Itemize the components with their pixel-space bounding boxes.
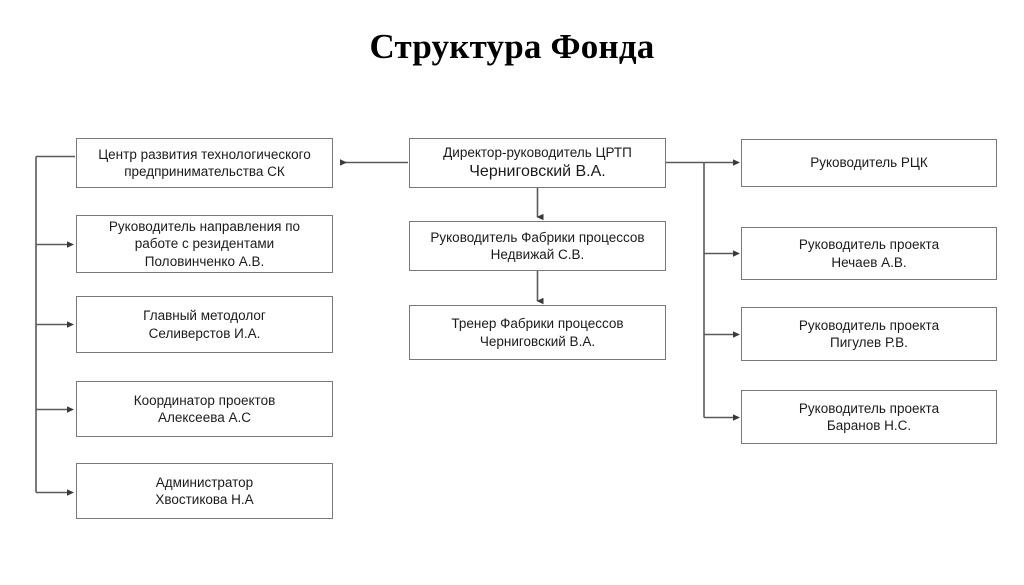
node-project-manager-nechaev-line-2: Нечаев А.В. [831,254,907,270]
node-administrator-line-1: Администратор [155,474,254,490]
node-resident-relations-head[interactable]: Руководитель направления по работе с рез… [76,215,333,273]
node-director-line-1: Директор-руководитель ЦРТП [443,145,632,161]
node-resident-relations-line-1: Руководитель направления по [108,218,301,234]
node-center-tech-line-1: Центр развития технологического [98,146,311,162]
node-factory-head-line-2: Недвижай С.В. [490,247,585,262]
node-factory-trainer-line-1: Тренер Фабрики процессов [451,316,624,331]
node-administrator-line-2: Хвостикова Н.А [155,492,254,507]
node-center-tech-entrepreneurship[interactable]: Центр развития технологического предприн… [76,138,333,188]
node-project-manager-pigulev-line-1: Руководитель проекта [798,317,940,333]
node-director-line-2: Черниговский В.А. [469,162,606,180]
node-project-manager-baranov-line-1: Руководитель проекта [798,400,940,416]
node-factory-trainer[interactable]: Тренер Фабрики процессов Черниговский В.… [409,305,666,360]
page-title: Структура Фонда [369,27,655,66]
node-chief-methodologist[interactable]: Главный методолог Селиверстов И.А. [76,296,333,353]
node-resident-relations-line-3: Половинченко А.В. [144,253,265,269]
node-project-manager-baranov[interactable]: Руководитель проекта Баранов Н.С. [741,390,997,444]
node-factory-head-line-1: Руководитель Фабрики процессов [430,229,645,245]
node-project-manager-nechaev-line-1: Руководитель проекта [798,237,940,252]
node-project-coordinator[interactable]: Координатор проектов Алексеева А.С [76,381,333,437]
node-project-manager-pigulev-line-2: Пигулев Р.В. [830,335,908,350]
node-chief-methodologist-line-1: Главный методолог [143,308,266,323]
node-project-manager-pigulev[interactable]: Руководитель проекта Пигулев Р.В. [741,307,997,361]
node-rck-head[interactable]: Руководитель РЦК [741,139,997,187]
node-factory-trainer-line-2: Черниговский В.А. [479,333,596,349]
node-rck-head-line-1: Руководитель РЦК [810,155,928,171]
node-resident-relations-line-2: работе с резидентами [134,236,275,252]
node-project-manager-nechaev[interactable]: Руководитель проекта Нечаев А.В. [741,227,997,280]
node-project-coordinator-line-2: Алексеева А.С [157,410,251,425]
node-center-tech-line-2: предпринимательства СК [124,164,285,179]
node-project-coordinator-line-1: Координатор проектов [133,392,276,408]
node-chief-methodologist-line-2: Селиверстов И.А. [148,325,261,341]
node-factory-head[interactable]: Руководитель Фабрики процессов Недвижай … [409,221,666,271]
node-administrator[interactable]: Администратор Хвостикова Н.А [76,463,333,519]
node-project-manager-baranov-line-2: Баранов Н.С. [826,418,912,433]
node-director[interactable]: Директор-руководитель ЦРТП Черниговский … [409,138,666,188]
